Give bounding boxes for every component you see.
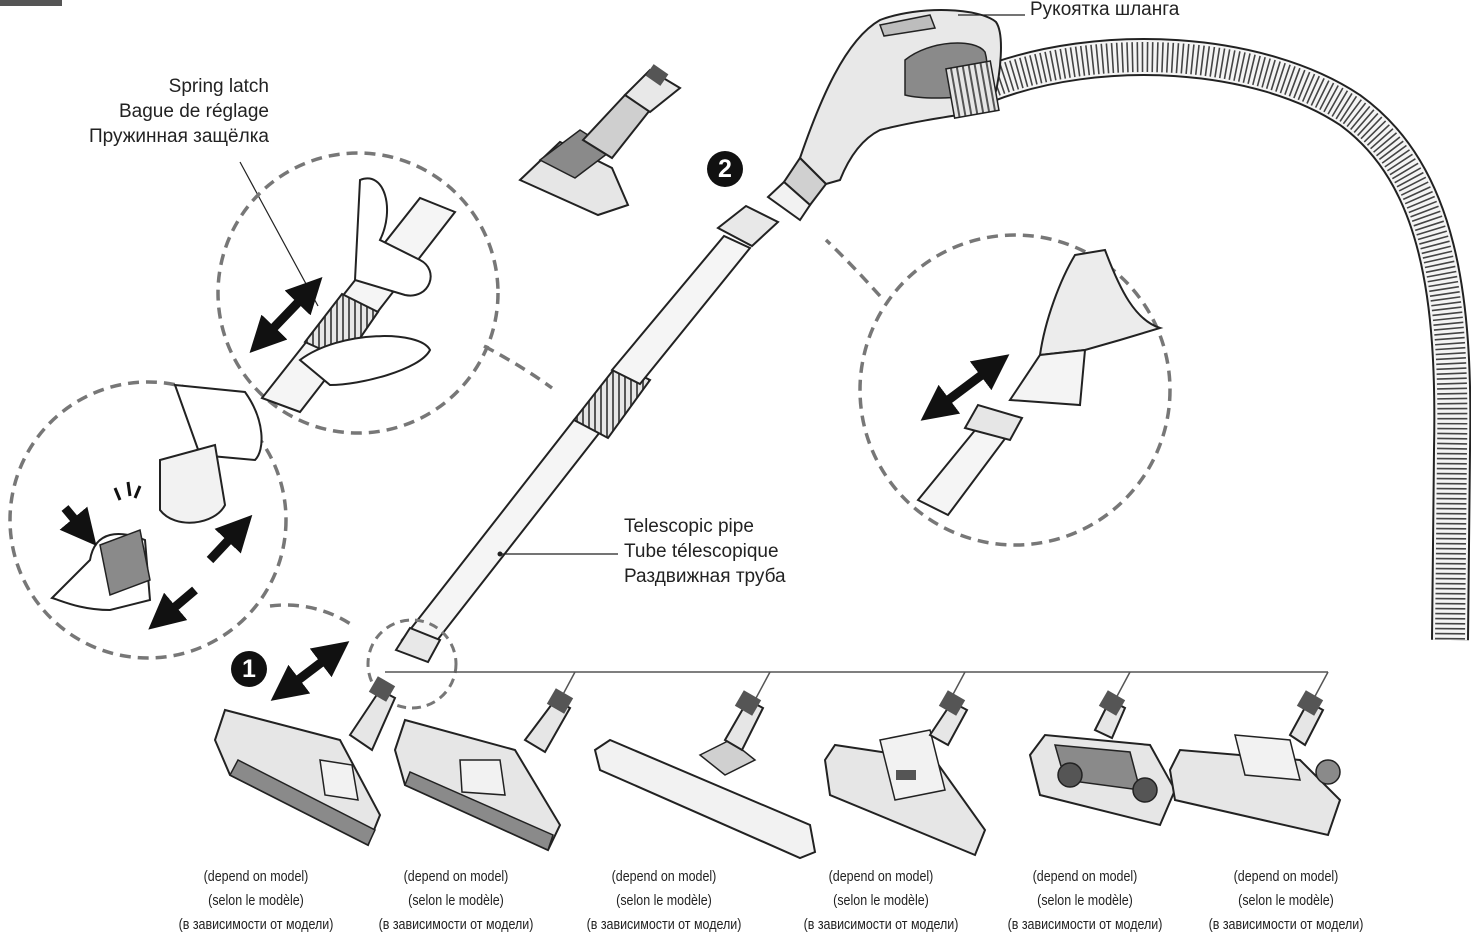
brush-caption-6: (depend on model)(selon le modèle)(в зав… <box>1208 869 1364 933</box>
brush-caption-5: (depend on model)(selon le modèle)(в зав… <box>1007 869 1163 933</box>
hose-handle-label: Рукоятка шланга <box>1030 0 1180 20</box>
brush-bracket <box>385 671 1329 701</box>
spring-latch-detail <box>249 177 457 414</box>
step-2-badge: 2 <box>707 151 743 187</box>
telescopic-pipe-label-en: Telescopic pipe <box>624 516 754 537</box>
accessory-tool <box>518 64 682 217</box>
brush-head-4 <box>823 690 987 857</box>
brush-head-6 <box>1168 690 1342 837</box>
spring-latch-leader <box>239 161 319 307</box>
brush-head-5 <box>1028 690 1177 827</box>
detail-circle-spring-latch <box>216 151 500 435</box>
detail-circle-nozzle-release <box>8 380 288 660</box>
spring-latch-label: Spring latch Bague de réglage Пружинная … <box>89 74 269 149</box>
brush-caption-2: (depend on model)(selon le modèle)(в зав… <box>378 869 534 933</box>
telescopic-pipe-label-ru: Раздвижная труба <box>624 566 786 587</box>
hose-handle <box>766 9 1002 222</box>
handle-join-detail <box>916 248 1164 517</box>
spring-latch-label-fr: Bague de réglage <box>118 101 269 122</box>
brush-head-3 <box>593 690 817 860</box>
spring-latch-label-ru: Пружинная защёлка <box>88 126 269 147</box>
corner-tab <box>0 0 62 6</box>
telescopic-pipe-label-fr: Tube télescopique <box>624 541 779 562</box>
brush-caption-4: (depend on model)(selon le modèle)(в зав… <box>803 869 959 933</box>
telescopic-pipe <box>394 204 780 664</box>
brush-head-2 <box>393 688 574 852</box>
nozzle-release-detail <box>50 383 263 630</box>
detail-circle-handle-join <box>858 233 1172 547</box>
brush-head-1 <box>213 676 397 847</box>
spring-latch-label-en: Spring latch <box>168 76 269 97</box>
detail-circle-pipe-join <box>366 618 458 710</box>
hose <box>978 38 1471 641</box>
step-1-badge: 1 <box>231 651 267 687</box>
brush-caption-3: (depend on model)(selon le modèle)(в зав… <box>586 869 742 933</box>
brush-caption-1: (depend on model)(selon le modèle)(в зав… <box>178 869 334 933</box>
telescopic-pipe-label: Telescopic pipe Tube télescopique Раздви… <box>624 514 786 589</box>
join-arrow-step-1 <box>270 641 350 701</box>
